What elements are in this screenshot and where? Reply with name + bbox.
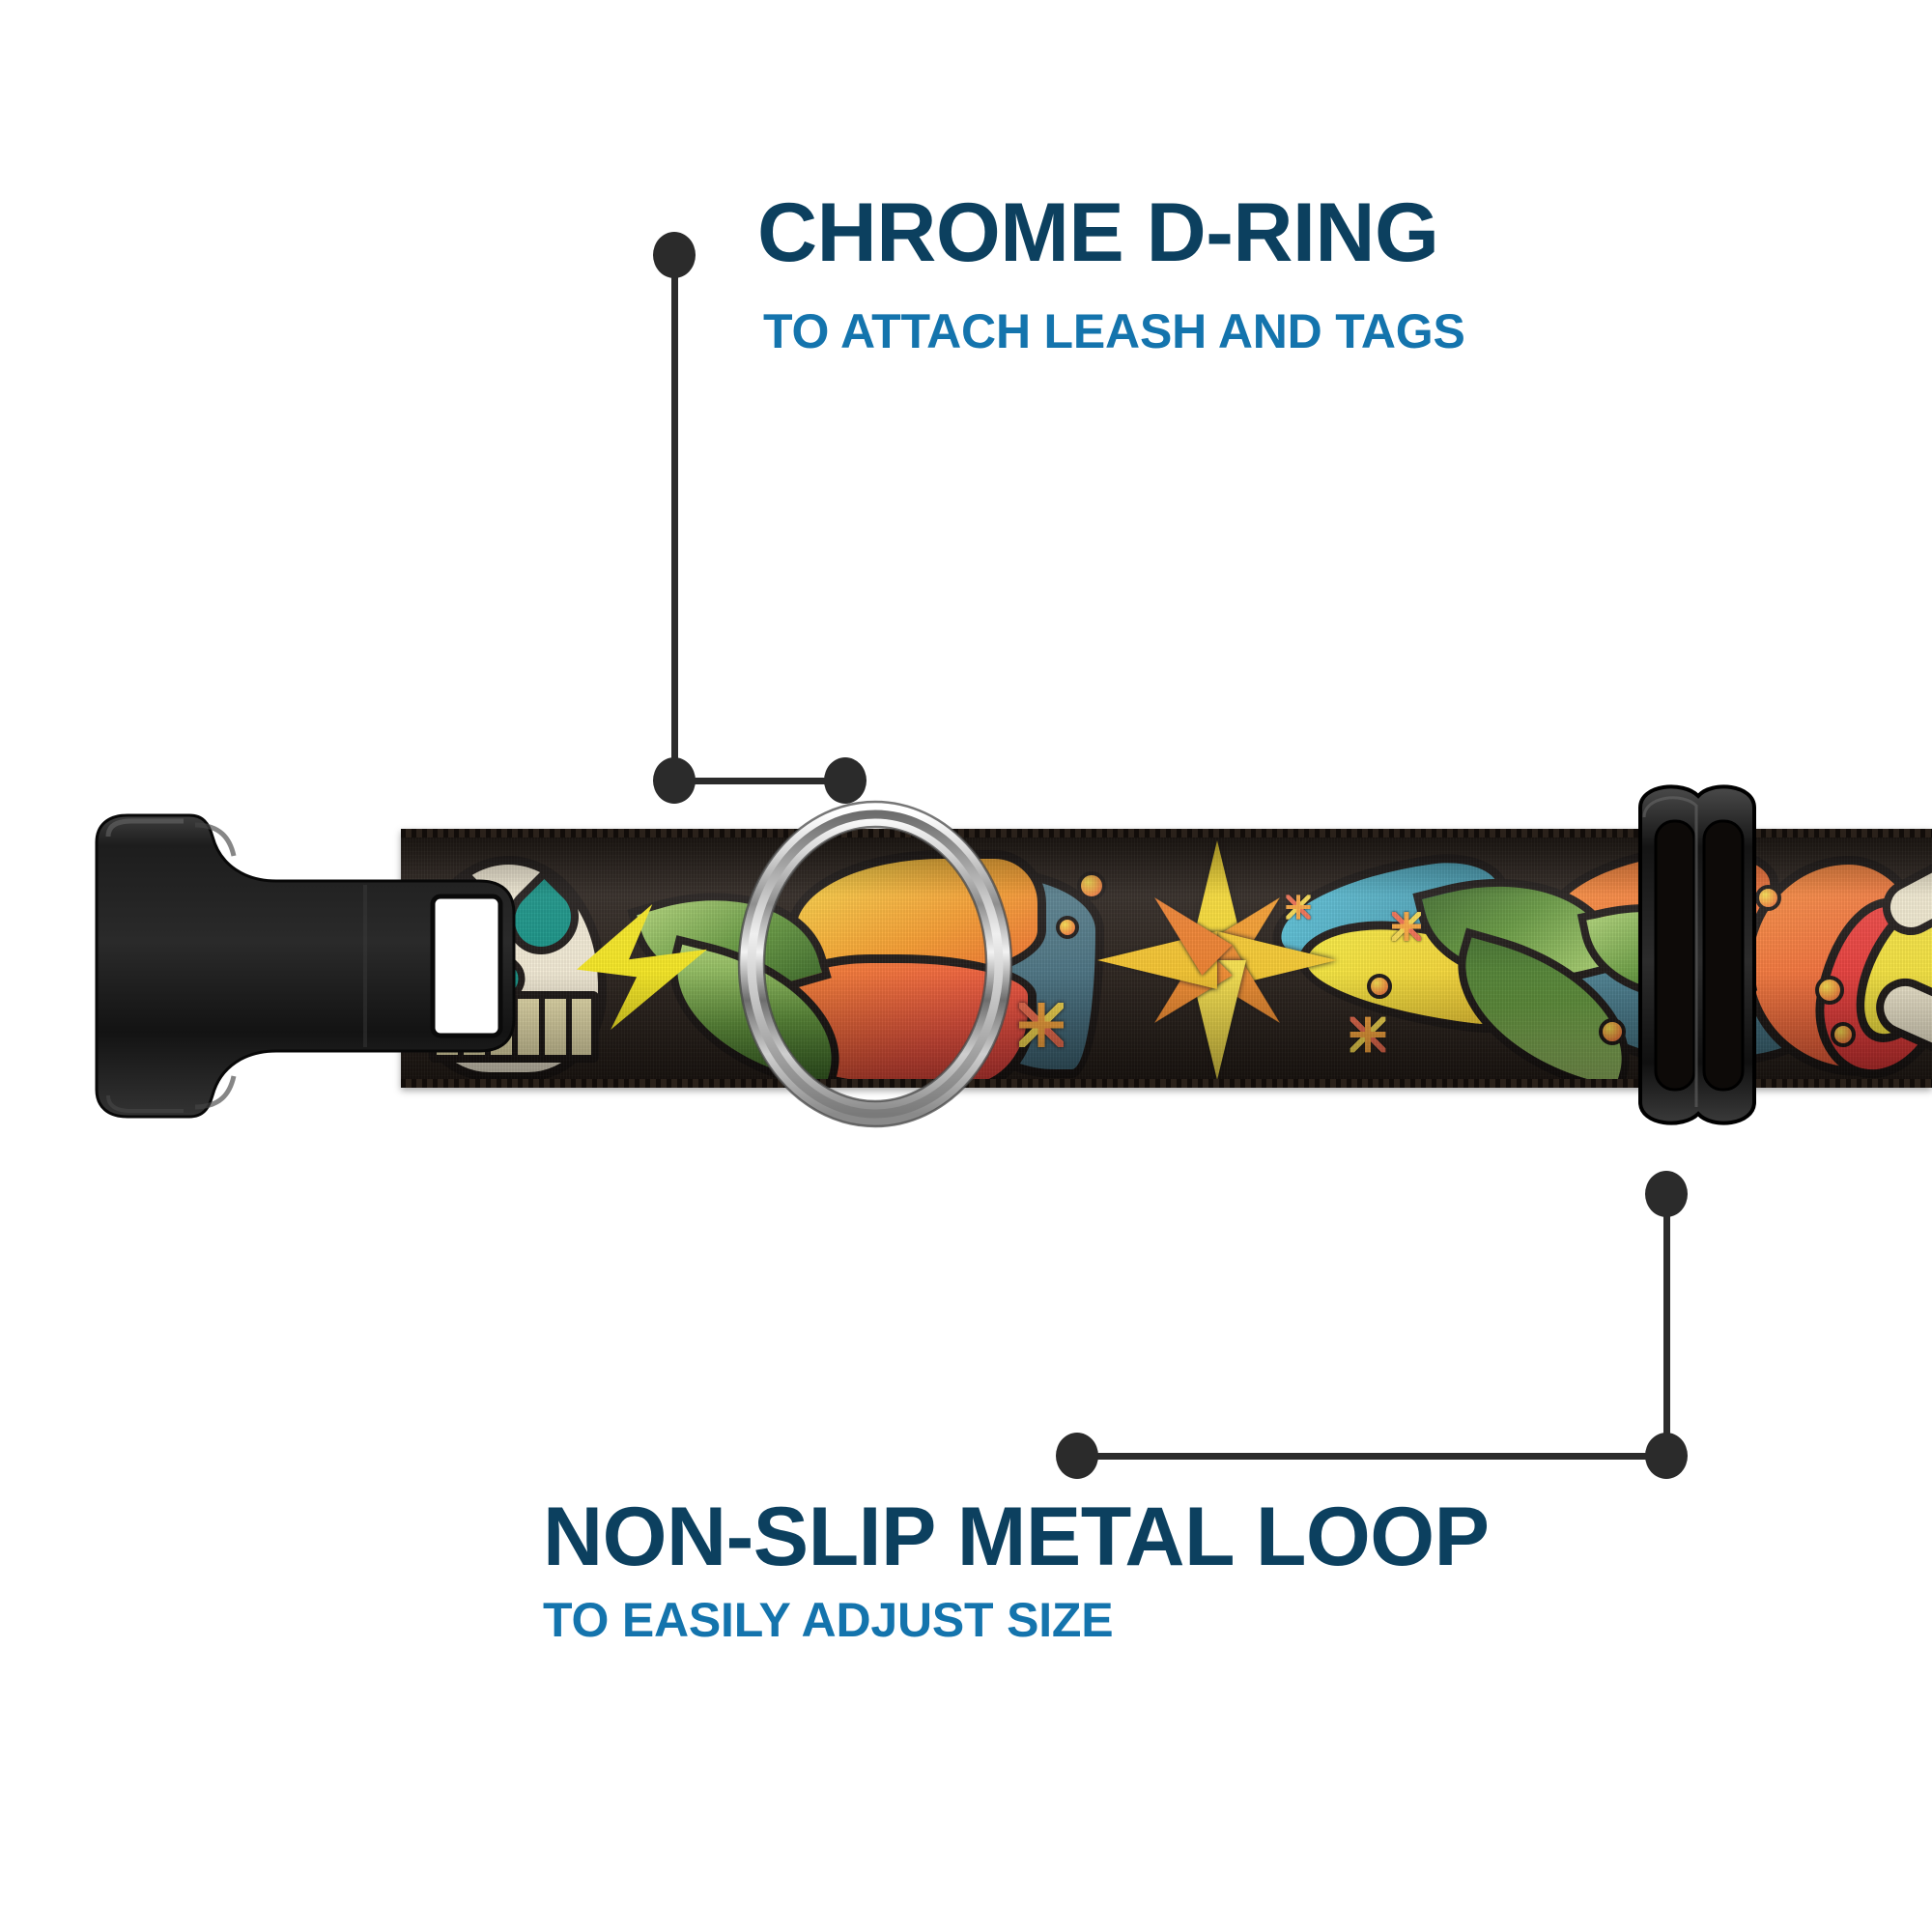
star-point [1188,840,1246,960]
d-ring-inner-edge [762,825,988,1103]
dot-motif [1599,1018,1626,1045]
callout-subtitle-chrome-d-ring: TO ATTACH LEASH AND TAGS [763,304,1465,358]
dot-motif [1367,974,1392,999]
leader-dot-top-target [824,757,867,804]
sparkle-icon [1350,1016,1386,1053]
sparkle-icon [1019,1003,1064,1047]
loop-aperture-right [1702,819,1745,1092]
leader-line-top-horizontal [676,778,845,784]
leader-dot-bottom-target [1056,1433,1098,1479]
loop-aperture-left [1654,819,1696,1092]
sparkle-icon [1286,895,1311,920]
buckle-lower-prong-recess [194,1075,237,1110]
dog-collar [0,784,1932,1128]
callout-title-non-slip-metal-loop: NON-SLIP METAL LOOP [543,1491,1490,1583]
callout-subtitle-non-slip-metal-loop: TO EASILY ADJUST SIZE [543,1593,1114,1647]
leader-line-bottom-horizontal [1077,1453,1666,1460]
dot-motif [1831,1022,1856,1047]
buckle-upper-prong-recess [194,822,237,857]
d-ring-hardware [737,800,1013,1128]
d-ring-outer-edge [737,800,1013,1128]
dot-motif [1755,885,1781,911]
dot-motif [1056,916,1079,939]
buckle-webbing-slot [433,896,500,1036]
leader-line-top-vertical [671,253,678,780]
side-release-buckle [95,813,516,1119]
dot-motif [1815,976,1844,1005]
slider-loop-hardware [1638,784,1756,1125]
buckle-bottom-highlight [106,1094,184,1113]
buckle-top-highlight [105,818,184,838]
buckle-slot-outline [430,894,503,1038]
callout-title-chrome-d-ring: CHROME D-RING [757,186,1439,279]
dot-motif [1077,871,1106,900]
leader-line-bottom-vertical [1663,1192,1670,1455]
loop-highlight [1642,796,1698,1107]
sparkle-icon [1392,912,1421,941]
buckle-body [95,813,516,1119]
nautical-star-motif [1096,840,1338,1080]
d-ring-highlight-band [747,810,1004,1119]
